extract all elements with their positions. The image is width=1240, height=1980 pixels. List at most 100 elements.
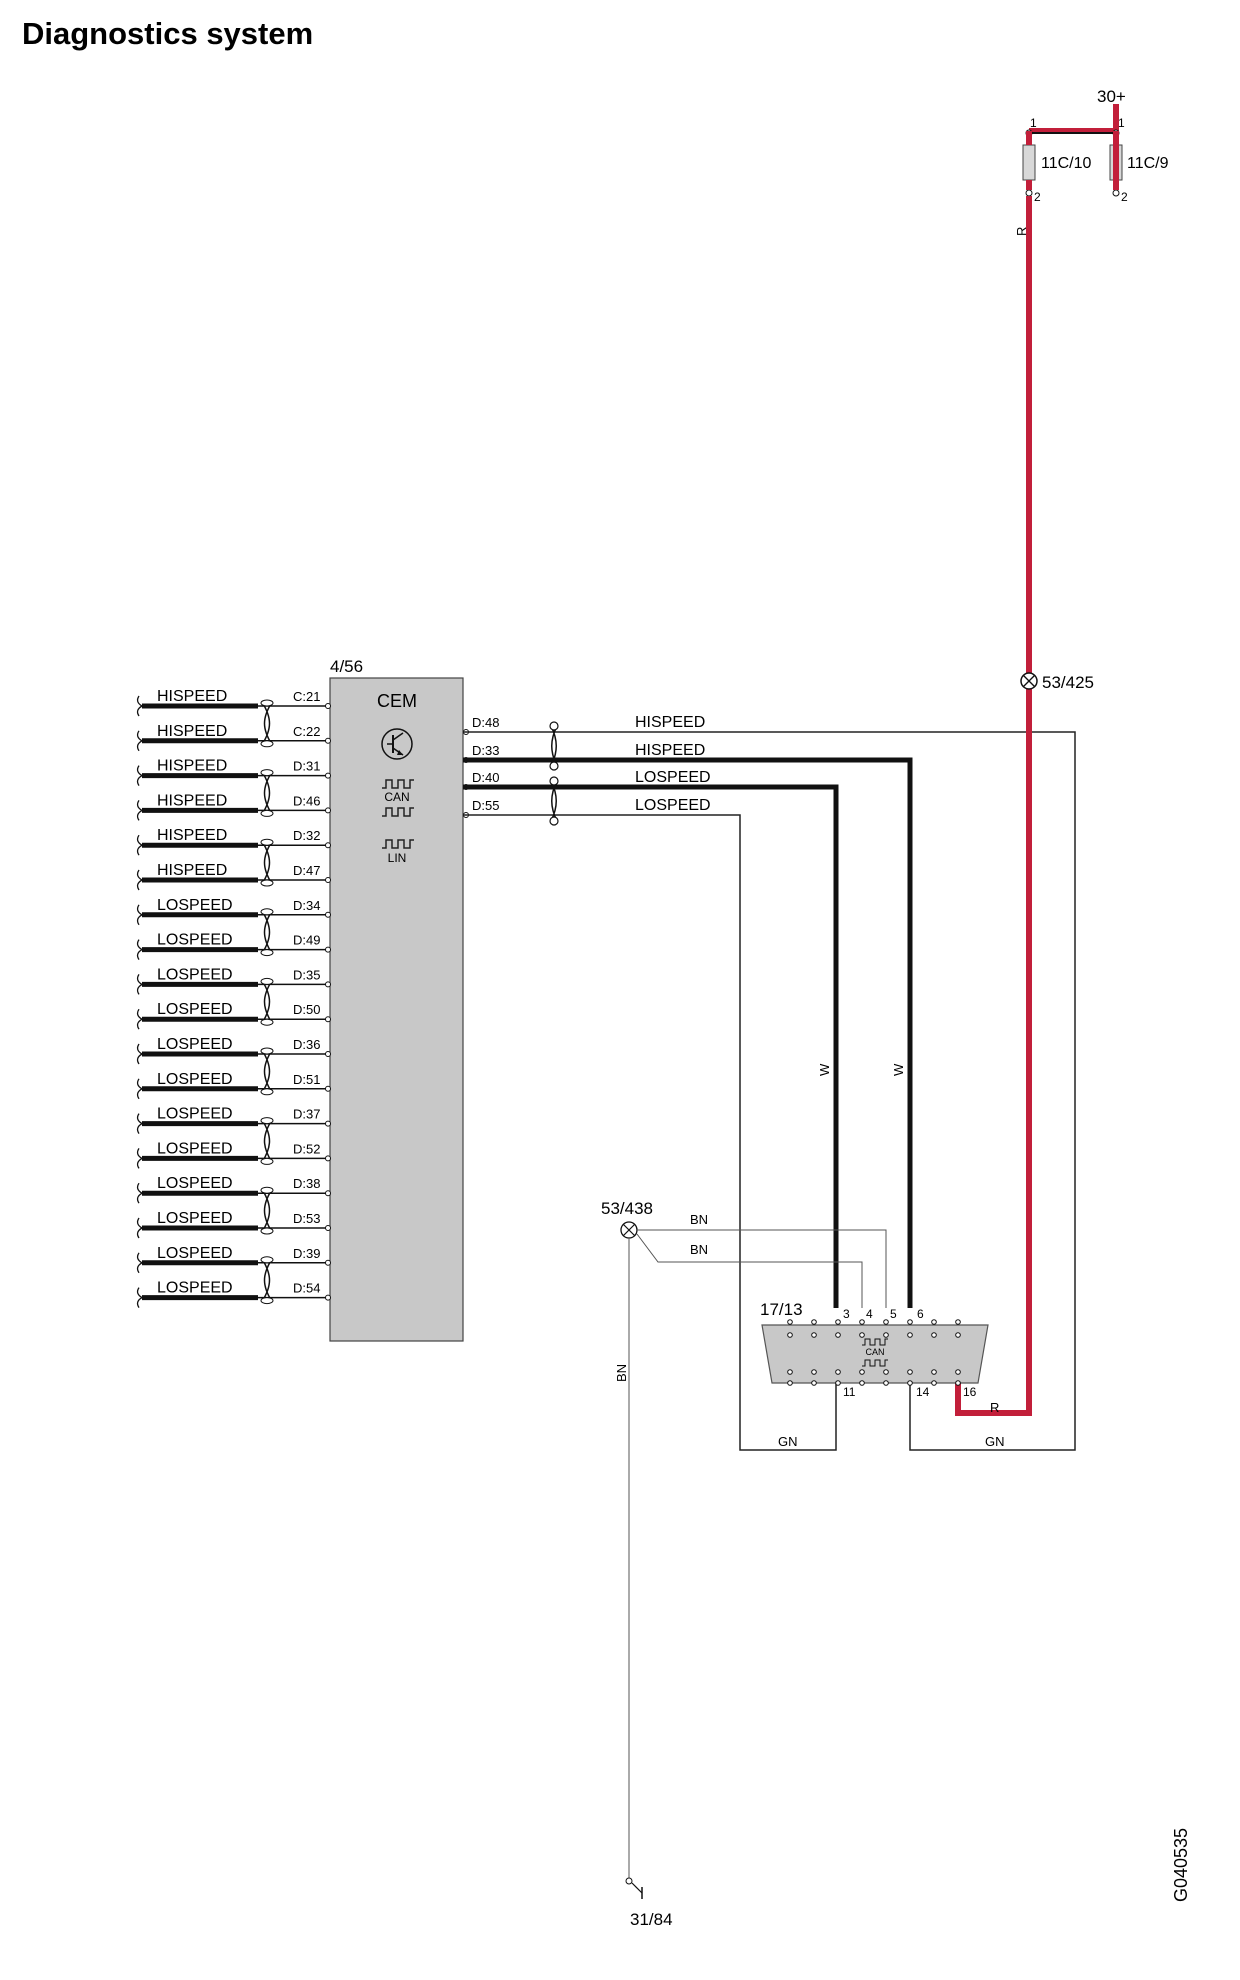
cem-lin-label: LIN	[388, 851, 407, 865]
twisted-pair-icon	[260, 977, 274, 1026]
pin-label: D:49	[293, 933, 320, 948]
dlc-pin-terminal	[907, 1319, 913, 1325]
can-bus-wires	[463, 721, 1076, 1451]
wire-name-label: LOSPEED	[157, 1175, 233, 1192]
dlc-pin-group	[787, 1319, 961, 1386]
dlc-pin-terminal	[907, 1332, 913, 1338]
cem-wire-d51[interactable]: LOSPEED D:51	[136, 1071, 331, 1100]
wire-name-label: LOSPEED	[157, 897, 233, 914]
wire-hispeed-d33[interactable]	[463, 757, 913, 1308]
wire-name-label: LOSPEED	[157, 1036, 233, 1053]
wire-color-bn-top: BN	[690, 1212, 708, 1227]
cem-wire-d35[interactable]: LOSPEED D:35	[136, 966, 331, 995]
pin-label: C:21	[293, 689, 320, 704]
dlc-pin-terminal	[931, 1380, 937, 1386]
dlc-pin-terminal	[859, 1332, 865, 1338]
dlc-pin-terminal	[955, 1380, 961, 1386]
twisted-pair-icon	[549, 721, 559, 771]
dlc-pin-terminal	[787, 1380, 793, 1386]
splice-53-425[interactable]: 53/425	[1020, 672, 1094, 692]
wire-bn-pin5[interactable]	[637, 1229, 887, 1308]
lin-bus-icon: LIN	[382, 839, 414, 865]
cem-wire-d47[interactable]: HISPEED D:47	[136, 862, 331, 891]
pin-label: D:33	[472, 743, 499, 758]
pin-label: D:35	[293, 967, 320, 982]
pin-label: D:54	[293, 1281, 320, 1296]
dlc-pin-terminal	[955, 1332, 961, 1338]
wire-name-label: HISPEED	[635, 714, 705, 731]
dlc-pin-terminal	[883, 1319, 889, 1325]
twisted-pair-icon	[549, 776, 559, 826]
svg-text:1: 1	[1030, 116, 1037, 130]
dlc-pin-terminal	[811, 1369, 817, 1375]
wire-color-r-bottom: R	[990, 1400, 999, 1415]
pin-label: D:47	[293, 863, 320, 878]
dlc-pin-16: 16	[963, 1385, 977, 1399]
twisted-pair-icon	[260, 769, 274, 817]
dlc-pin-terminal	[811, 1319, 817, 1325]
ground-symbol-31-84[interactable]: 31/84	[625, 1877, 673, 1929]
dlc-pin-terminal	[811, 1332, 817, 1338]
wire-name-label: LOSPEED	[157, 1245, 233, 1262]
wire-name-label: LOSPEED	[157, 966, 233, 983]
ground-label: 31/84	[630, 1910, 673, 1929]
svg-text:1: 1	[1118, 116, 1125, 130]
wire-lospeed-d40[interactable]	[463, 784, 839, 1308]
cem-wire-d39[interactable]: LOSPEED D:39	[136, 1245, 331, 1274]
power-feed-wire[interactable]	[955, 196, 1032, 1416]
fuse-11c9-label: 11C/9	[1127, 155, 1169, 172]
splice-53-425-label: 53/425	[1042, 673, 1094, 692]
wire-name-label: HISPEED	[157, 827, 227, 844]
wire-lospeed-d55[interactable]	[463, 814, 837, 1451]
dlc-pin-terminal	[835, 1332, 841, 1338]
wire-name-label: HISPEED	[157, 792, 227, 809]
wire-color-bn-bottom: BN	[690, 1242, 708, 1257]
pin-label: D:46	[293, 793, 320, 808]
pin-label: D:48	[472, 715, 499, 730]
can-bus-icon: CAN	[862, 1338, 888, 1367]
can-bus-icon: CAN	[382, 779, 414, 817]
wire-name-label: LOSPEED	[157, 1210, 233, 1227]
cem-wire-d38[interactable]: LOSPEED D:38	[136, 1175, 331, 1204]
dlc-pin-terminal	[811, 1380, 817, 1386]
pin-label: D:39	[293, 1246, 320, 1261]
fuse-11c10-label: 11C/10	[1041, 155, 1092, 172]
dlc-pin-terminal	[907, 1369, 913, 1375]
wire-name-label: HISPEED	[157, 723, 227, 740]
cem-wire-d46[interactable]: HISPEED D:46	[136, 792, 331, 821]
dlc-pin-11: 11	[843, 1385, 856, 1399]
dlc-pin-terminal	[835, 1380, 841, 1386]
dlc-pin-terminal	[955, 1319, 961, 1325]
cem-can-label: CAN	[384, 790, 409, 804]
wire-name-label: LOSPEED	[157, 1106, 233, 1123]
dlc-pin-terminal	[931, 1369, 937, 1375]
wire-hispeed-d48[interactable]	[463, 731, 1076, 1451]
dlc-pin-terminal	[835, 1319, 841, 1325]
twisted-pair-icon	[260, 1117, 274, 1165]
diagnostic-connector-17-13[interactable]: 17/13 CAN	[760, 1300, 989, 1386]
dlc-pin-terminal	[859, 1319, 865, 1325]
splice-53-438[interactable]: 53/438	[601, 1199, 653, 1239]
wire-bn-pin4[interactable]	[636, 1233, 863, 1308]
wire-name-label: HISPEED	[157, 862, 227, 879]
dlc-pin-terminal	[787, 1332, 793, 1338]
pin-label: D:38	[293, 1176, 320, 1191]
svg-text:2: 2	[1034, 190, 1041, 204]
dlc-pin-14: 14	[916, 1385, 930, 1399]
wire-name-label: LOSPEED	[157, 1071, 233, 1088]
cem-module-box[interactable]	[329, 677, 464, 1342]
supply-label: 30+	[1097, 87, 1126, 106]
pin-label: D:51	[293, 1072, 320, 1087]
